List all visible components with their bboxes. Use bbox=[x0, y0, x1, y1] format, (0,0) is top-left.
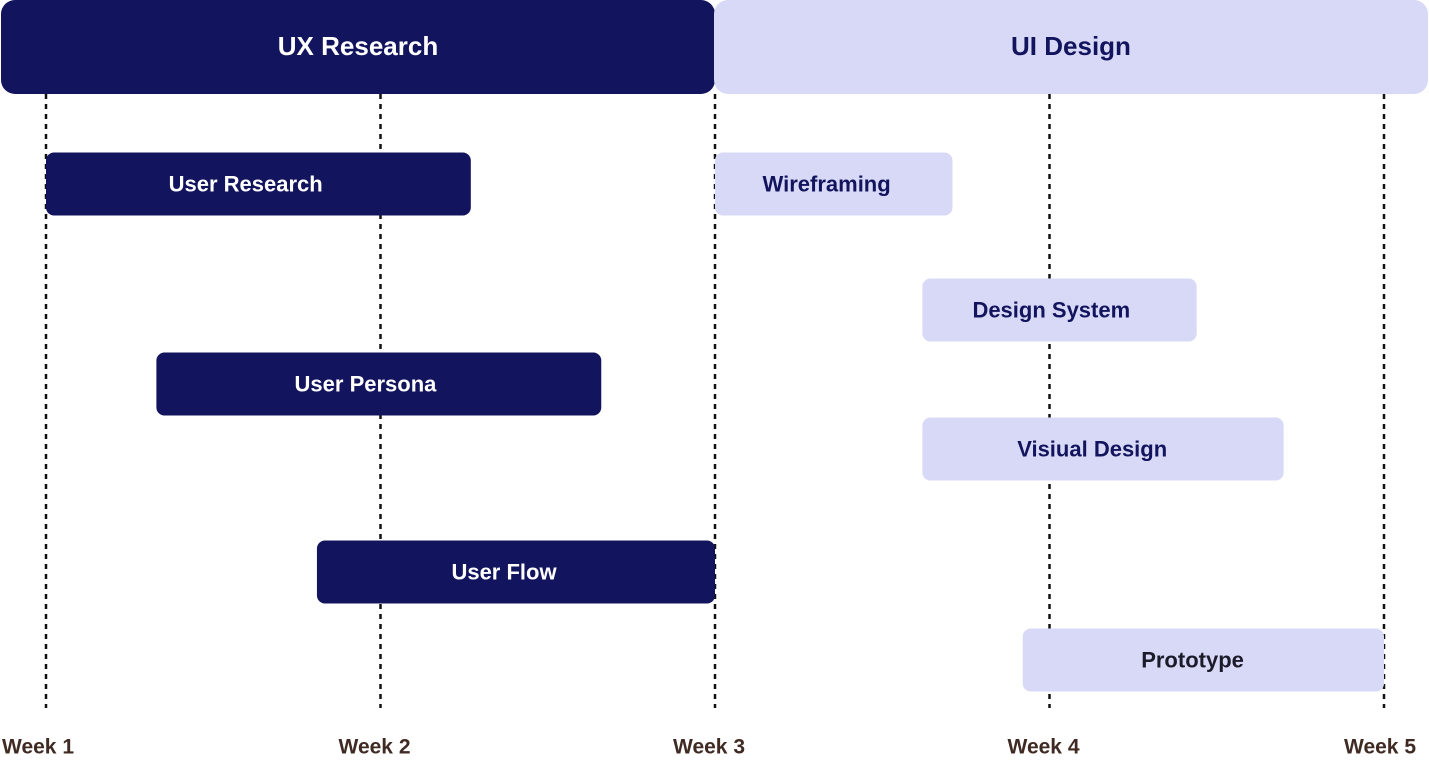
task-bar-wireframing bbox=[715, 152, 953, 216]
task-bar-visiual-design bbox=[922, 417, 1284, 481]
week-label: Week 4 bbox=[1008, 736, 1080, 759]
task-label: User Flow bbox=[451, 560, 557, 585]
phase-bar-ui-design bbox=[714, 0, 1428, 94]
week-axis: Week 1 Week 2 Week 3 Week 4 Week 5 bbox=[2, 736, 1416, 759]
task-bar-user-persona bbox=[156, 352, 602, 416]
phase-label: UX Research bbox=[278, 31, 438, 61]
task-label: Wireframing bbox=[763, 172, 891, 197]
task-bar-prototype bbox=[1022, 628, 1384, 692]
week-label: Week 5 bbox=[1344, 736, 1416, 759]
phase-bar-ux-research bbox=[1, 0, 715, 94]
task-bar-design-system bbox=[922, 278, 1197, 342]
task-label: User Research bbox=[169, 172, 323, 197]
phase-label: UI Design bbox=[1011, 31, 1131, 61]
week-label: Week 1 bbox=[2, 736, 74, 759]
task-label: Design System bbox=[972, 298, 1130, 323]
week-label: Week 2 bbox=[339, 736, 411, 759]
phase-bars: UX Research UI Design bbox=[1, 0, 1428, 94]
task-label: User Persona bbox=[295, 372, 438, 397]
task-bar-user-research bbox=[46, 152, 471, 216]
task-bar-user-flow bbox=[316, 540, 715, 604]
task-label: Visiual Design bbox=[1017, 437, 1167, 462]
week-label: Week 3 bbox=[673, 736, 745, 759]
task-label: Prototype bbox=[1141, 648, 1244, 673]
